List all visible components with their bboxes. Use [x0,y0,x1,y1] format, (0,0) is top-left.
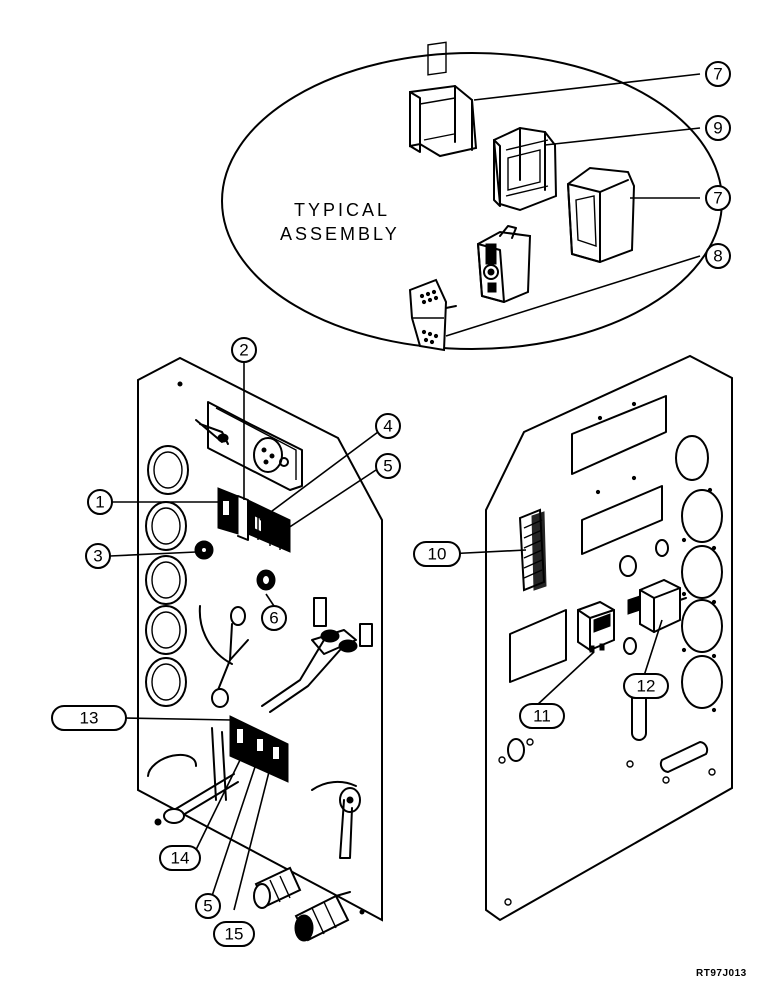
callouts: 7 9 7 8 2 4 5 1 [51,61,731,947]
callout-label: 7 [713,65,722,84]
lower-switch-bank [229,715,289,783]
callout-9: 9 [705,115,731,141]
callout-label: 9 [713,119,722,138]
note-line-1: TYPICAL [294,200,390,220]
bottom-connectors [253,866,365,942]
callout-1: 1 [87,489,113,515]
callout-7b: 7 [705,185,731,211]
relay-12 [627,578,687,634]
callout-2: 2 [231,337,257,363]
callout-5-top: 5 [375,453,401,479]
note-line-2: ASSEMBLY [280,224,400,244]
bracket-7-top [409,41,478,158]
callout-label: 5 [383,457,392,476]
callout-label: 5 [203,897,212,916]
callout-label: 1 [95,493,104,512]
rocker-switch-body [476,225,532,304]
terminal-strip [518,508,547,592]
callout-label: 4 [383,417,392,436]
choke-control [311,780,361,859]
callout-label: 12 [637,677,656,696]
callout-label: 8 [713,247,722,266]
cable-connectors [261,597,373,713]
callout-6: 6 [261,605,287,631]
callout-13: 13 [51,705,127,731]
callout-7a: 7 [705,61,731,87]
callout-11: 11 [519,703,565,729]
callout-label: 13 [80,709,99,728]
receptacle [195,401,303,491]
callout-label: 11 [533,707,551,726]
upper-switch-bank [217,487,291,553]
callout-10: 10 [413,541,461,567]
bracket-9 [492,126,558,212]
callout-5-bottom: 5 [195,893,221,919]
callout-8: 8 [705,243,731,269]
callout-14: 14 [159,845,201,871]
rocker-paddle [408,278,457,352]
gauge-cutouts [675,435,723,713]
callout-4: 4 [375,413,401,439]
knob-6 [256,569,276,591]
relay-11 [577,600,615,653]
throttle-control [198,605,249,708]
callout-label: 10 [428,545,447,564]
right-panel-back [485,354,733,922]
callout-12: 12 [623,673,669,699]
indicator-light [194,540,214,560]
callout-15: 15 [213,921,255,947]
callout-label: 14 [171,849,190,868]
callout-label: 3 [93,547,102,566]
drawing-code: RT97J013 [696,968,747,979]
gauge-stack [145,445,189,707]
callout-label: 2 [239,341,248,360]
typical-assembly-detail: TYPICAL ASSEMBLY [221,41,723,352]
callout-3: 3 [85,543,111,569]
callout-label: 15 [225,925,244,944]
callout-label: 7 [713,189,722,208]
left-panel-front [137,356,383,942]
front-panel-outline [137,356,383,922]
pull-cable [147,727,239,826]
callout-label: 6 [269,609,278,628]
bracket-7-right [566,166,636,264]
